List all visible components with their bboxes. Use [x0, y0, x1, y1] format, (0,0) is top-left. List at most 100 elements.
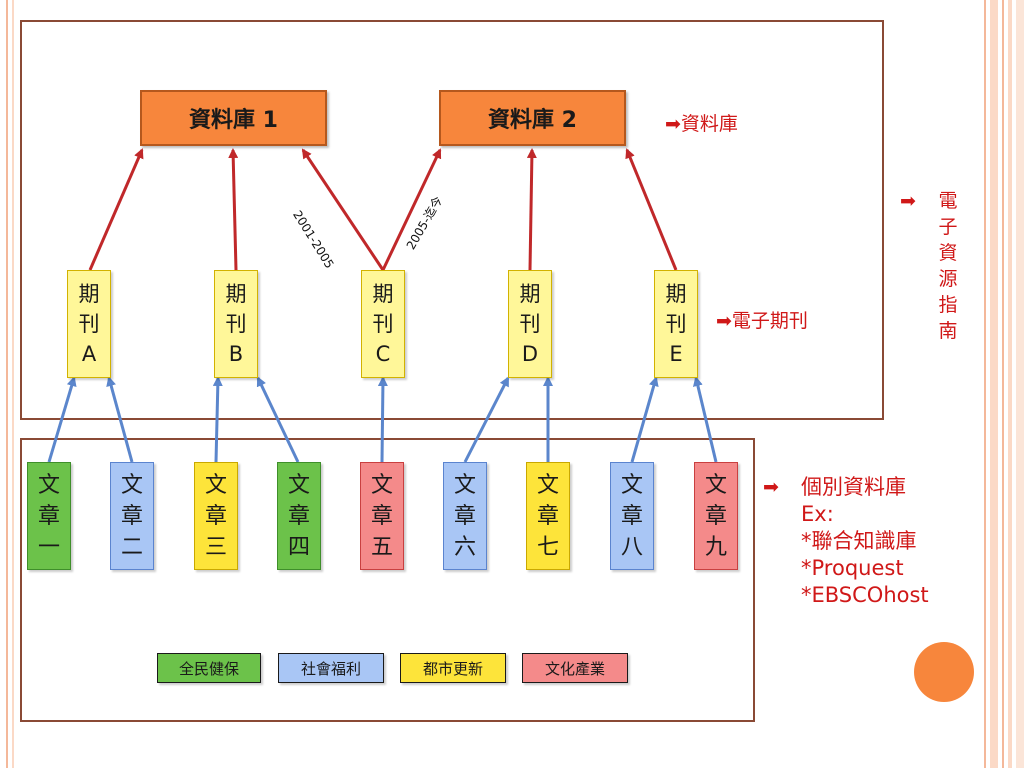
arrow-journal-c-to-db1 [301, 148, 385, 271]
journal-d-char: 期 [519, 282, 541, 306]
article-5-box: 文 章 五 [360, 462, 404, 570]
journal-d-char: D [521, 342, 539, 366]
article-8-char: 文 [620, 472, 643, 498]
decor-stripe [1002, 0, 1004, 768]
article-5-char: 文 [370, 472, 393, 498]
article-6-char: 章 [453, 503, 476, 529]
eresource-arrow-icon: ➡ [900, 190, 916, 212]
article-3-char: 三 [204, 534, 227, 560]
individual-db-item: *Proquest [801, 556, 904, 580]
journal-e-box: 期 刊 E [654, 270, 698, 378]
red-right-arrow-icon: ➡ [665, 113, 681, 135]
arrow-article-9-to-journal-e [692, 376, 718, 463]
article-4-box: 文 章 四 [277, 462, 321, 570]
eresource-guide-label: 電 子 資 源 指 南 [936, 188, 960, 344]
journal-e-char: 刊 [665, 312, 687, 336]
article-1-char: 文 [37, 472, 60, 498]
electronic-resources-frame [20, 20, 884, 420]
legend-cultural-industry: 文化產業 [522, 653, 628, 683]
individual-databases-frame [20, 438, 755, 722]
journal-a-box: 期 刊 A [67, 270, 111, 378]
red-right-arrow-icon: ➡ [716, 310, 732, 332]
decor-stripe [12, 0, 14, 768]
legend-label: 文化產業 [544, 659, 605, 678]
journal-e-char: E [669, 342, 683, 366]
individual-db-ex: Ex: [801, 502, 834, 526]
individual-db-title: 個別資料庫 [801, 475, 906, 499]
journal-c-char: 刊 [372, 312, 394, 336]
legend-label: 全民健保 [178, 659, 239, 678]
eresource-char: 資 [938, 242, 958, 264]
journal-a-char: A [81, 342, 97, 366]
article-7-char: 文 [536, 472, 559, 498]
article-4-char: 章 [287, 503, 310, 529]
decor-stripe [990, 0, 998, 768]
article-7-box: 文 章 七 [526, 462, 570, 570]
arrow-article-6-to-journal-d [463, 376, 510, 463]
article-7-char: 七 [536, 534, 559, 560]
decor-stripe [6, 0, 8, 768]
arrow-journal-d-to-db2 [526, 148, 537, 271]
article-5-char: 五 [370, 534, 393, 560]
article-1-box: 文 章 一 [27, 462, 71, 570]
individual-db-arrow-icon: ➡ [763, 476, 779, 498]
database-2-label: 資料庫 2 [488, 108, 577, 133]
individual-db-item: *EBSCOhost [801, 583, 929, 607]
decor-stripe [1016, 0, 1024, 768]
individual-db-item: *聯合知識庫 [801, 529, 917, 553]
arrow-article-1-to-journal-a [47, 376, 77, 463]
journal-b-char: B [228, 342, 244, 366]
eresource-char: 子 [938, 216, 958, 238]
article-9-char: 文 [704, 472, 727, 498]
eresource-char: 源 [938, 268, 958, 290]
database-1-box: 資料庫 1 [140, 90, 327, 146]
article-3-char: 文 [204, 472, 227, 498]
journal-b-char: 期 [225, 282, 247, 306]
article-7-char: 章 [536, 503, 559, 529]
legend-label: 社會福利 [300, 659, 361, 678]
journal-d-box: 期 刊 D [508, 270, 552, 378]
ejournal-annotation-label: 電子期刊 [731, 310, 808, 332]
article-2-char: 文 [120, 472, 143, 498]
arrow-journal-b-to-db1 [228, 148, 239, 271]
legend-social-welfare: 社會福利 [278, 653, 384, 683]
journal-c-char: C [375, 342, 391, 366]
article-5-char: 章 [370, 503, 393, 529]
database-annotation: ➡資料庫 [665, 109, 738, 136]
decor-stripe [984, 0, 986, 768]
article-4-char: 四 [287, 534, 310, 560]
legend-health-insurance: 全民健保 [157, 653, 261, 683]
journal-b-box: 期 刊 B [214, 270, 258, 378]
journal-b-char: 刊 [225, 312, 247, 336]
journal-d-char: 刊 [519, 312, 541, 336]
article-3-box: 文 章 三 [194, 462, 238, 570]
article-2-box: 文 章 二 [110, 462, 154, 570]
article-2-char: 二 [120, 534, 143, 560]
legend-urban-renewal: 都市更新 [400, 653, 506, 683]
database-2-box: 資料庫 2 [439, 90, 626, 146]
journal-e-char: 期 [665, 282, 687, 306]
arrow-article-8-to-journal-e [630, 376, 659, 463]
decorative-circle [914, 642, 974, 702]
journal-c-box: 期 刊 C [361, 270, 405, 378]
article-2-char: 章 [120, 503, 143, 529]
article-3-char: 章 [204, 503, 227, 529]
decor-stripe [1008, 0, 1012, 768]
database-1-label: 資料庫 1 [189, 108, 278, 133]
database-annotation-label: 資料庫 [680, 113, 738, 135]
arrow-article-2-to-journal-a [106, 376, 134, 463]
article-8-char: 八 [620, 534, 643, 560]
article-1-char: 章 [37, 503, 60, 529]
article-9-box: 文 章 九 [694, 462, 738, 570]
article-1-char: 一 [37, 534, 60, 560]
article-4-char: 文 [287, 472, 310, 498]
arrow-article-4-to-journal-b [256, 376, 300, 463]
article-8-char: 章 [620, 503, 643, 529]
individual-db-list: 個別資料庫 Ex: *聯合知識庫 *Proquest *EBSCOhost [801, 474, 929, 609]
article-6-char: 六 [453, 534, 476, 560]
article-6-char: 文 [453, 472, 476, 498]
legend-label: 都市更新 [422, 659, 483, 678]
arrow-journal-a-to-db1 [88, 148, 144, 271]
eresource-char: 南 [938, 320, 958, 342]
